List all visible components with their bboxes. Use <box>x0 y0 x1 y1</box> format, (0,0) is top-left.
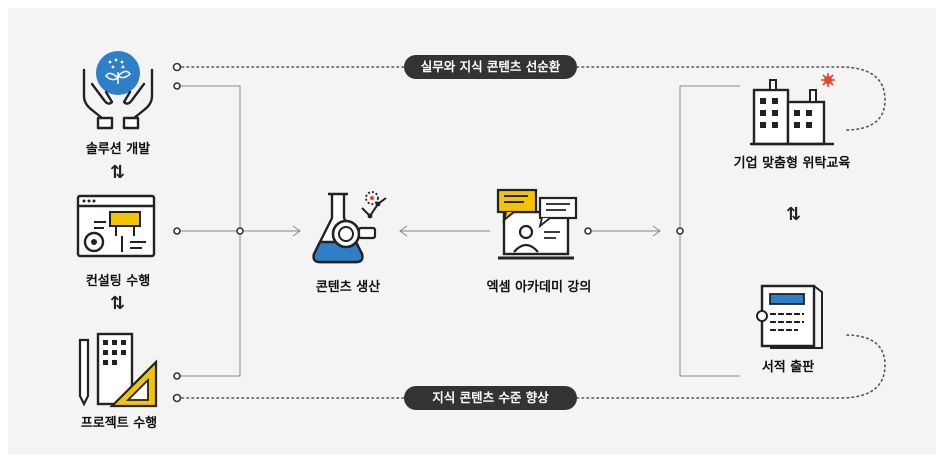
project-label: 프로젝트 수행 <box>80 416 158 431</box>
swap-arrows-icon: ⇅ <box>110 162 126 183</box>
swap-arrows-icon: ⇅ <box>110 293 126 314</box>
flask-magnifier-icon <box>312 191 387 264</box>
top-banner: 실무와 지식 콘텐츠 선순환 <box>404 55 577 79</box>
bottom-banner: 지식 콘텐츠 수준 향상 <box>404 386 577 410</box>
hands-plant-icon <box>82 51 154 130</box>
book-publishing-label: 서적 출판 <box>761 360 815 375</box>
building-ruler-pencil-icon <box>78 332 158 408</box>
academy-lecture-label: 엑셈 아카데미 강의 <box>486 280 592 295</box>
browser-gear-wrench-icon <box>76 194 156 258</box>
book-icon <box>756 284 823 349</box>
solution-label: 솔루션 개발 <box>85 142 151 157</box>
factory-building-icon <box>750 73 835 146</box>
swap-arrows-icon: ⇅ <box>786 204 802 225</box>
corporate-training-label: 기업 맞춤형 위탁교육 <box>733 156 851 171</box>
content-production-label: 콘텐츠 생산 <box>315 280 381 295</box>
laptop-chat-icon <box>496 188 578 260</box>
consulting-label: 컨설팅 수행 <box>85 274 151 289</box>
